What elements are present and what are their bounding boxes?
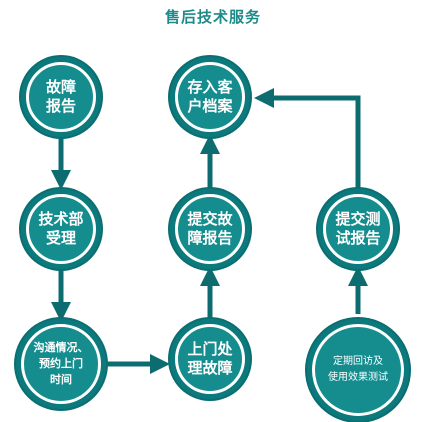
node-fault-report: 故障 报告: [26, 62, 96, 132]
node-visit: 定期回访及 使用效果测试: [312, 324, 404, 416]
node-tech-dept: 技术部 受理: [26, 194, 96, 264]
node-archive: 存入客 户档案: [175, 62, 245, 132]
node-communicate: 沟通情况、 预约上门 时间: [21, 324, 101, 404]
node-onsite-label: 上门处 理故障: [187, 340, 233, 377]
node-submit-test: 提交测 试报告: [323, 194, 393, 264]
arrow-submit-test-to-archive: [254, 88, 361, 190]
diagram-title: 售后技术服务: [164, 8, 261, 26]
node-submit-fault-label: 提交故 障报告: [187, 210, 233, 247]
node-fault-report-label: 故障 报告: [45, 78, 76, 115]
node-visit-label: 定期回访及 使用效果测试: [328, 356, 388, 383]
node-archive-label: 存入客 户档案: [187, 78, 233, 115]
node-submit-test-label: 提交测 试报告: [335, 210, 381, 247]
node-communicate-label: 沟通情况、 预约上门 时间: [33, 341, 89, 386]
node-tech-dept-label: 技术部 受理: [38, 210, 84, 247]
node-submit-fault: 提交故 障报告: [175, 194, 245, 264]
node-onsite: 上门处 理故障: [175, 324, 245, 394]
